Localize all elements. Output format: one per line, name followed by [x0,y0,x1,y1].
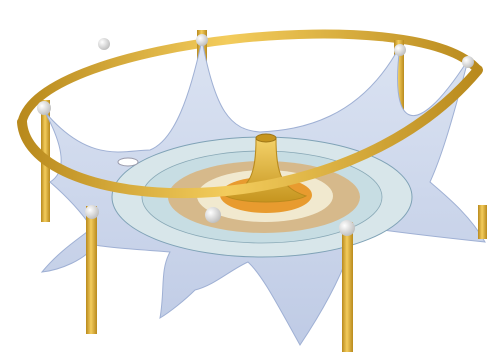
top-ring-back [22,34,478,122]
funnel-rim [256,134,276,142]
joint [339,220,355,236]
joint [205,207,221,223]
membrane-eyelet [118,158,138,166]
joint [196,34,208,46]
joint [37,101,51,115]
joint [462,56,474,68]
joint [85,205,99,219]
joint [394,44,406,56]
joint [98,38,110,50]
